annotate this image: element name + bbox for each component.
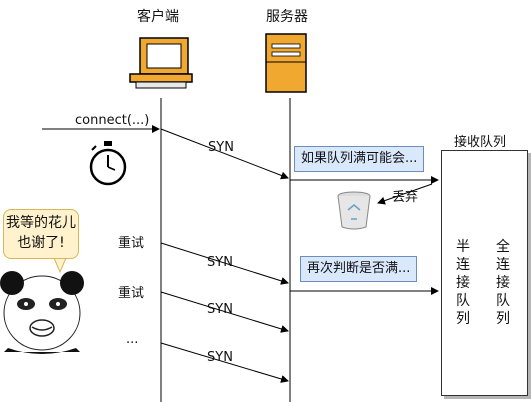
panda-meme-icon bbox=[0, 271, 84, 354]
trash-icon bbox=[337, 191, 371, 230]
bubble-line-2: 也谢了! bbox=[17, 235, 65, 251]
queue-full-note: 如果队列满可能会... bbox=[294, 146, 425, 172]
recheck-note: 再次判断是否满... bbox=[300, 256, 418, 282]
syn-arrow-4 bbox=[160, 342, 289, 383]
client-header: 客户端 bbox=[137, 9, 179, 25]
server-icon bbox=[265, 33, 307, 93]
server-header: 服务器 bbox=[266, 9, 308, 25]
receive-queue-box bbox=[441, 150, 528, 396]
syn-arrow-1 bbox=[160, 128, 289, 180]
syn-label-3: SYN bbox=[207, 302, 233, 317]
stopwatch-icon bbox=[89, 141, 127, 186]
ellipsis-label: ... bbox=[126, 332, 139, 347]
retry-label-2: 重试 bbox=[118, 286, 145, 301]
syn-label-1: SYN bbox=[208, 140, 234, 155]
syn-label-4: SYN bbox=[207, 350, 233, 365]
connect-label: connect(...) bbox=[75, 113, 150, 128]
syn-arrow-3 bbox=[160, 291, 289, 333]
bubble-line-1: 我等的花儿 bbox=[6, 215, 76, 231]
receive-queue-title: 接收队列 bbox=[454, 135, 507, 150]
full-queue-label: 全连接队列 bbox=[496, 239, 510, 327]
drop-arrow bbox=[377, 183, 433, 205]
computer-icon bbox=[129, 37, 193, 89]
half-queue-label: 半连接队列 bbox=[456, 239, 470, 327]
retry-label-1: 重试 bbox=[118, 236, 145, 251]
speech-bubble: 我等的花儿 也谢了! bbox=[3, 209, 79, 259]
bubble-tail bbox=[53, 257, 67, 274]
drop-label: 丢弃 bbox=[392, 190, 419, 205]
syn-label-2: SYN bbox=[207, 255, 233, 270]
syn-arrow-2 bbox=[160, 242, 289, 285]
